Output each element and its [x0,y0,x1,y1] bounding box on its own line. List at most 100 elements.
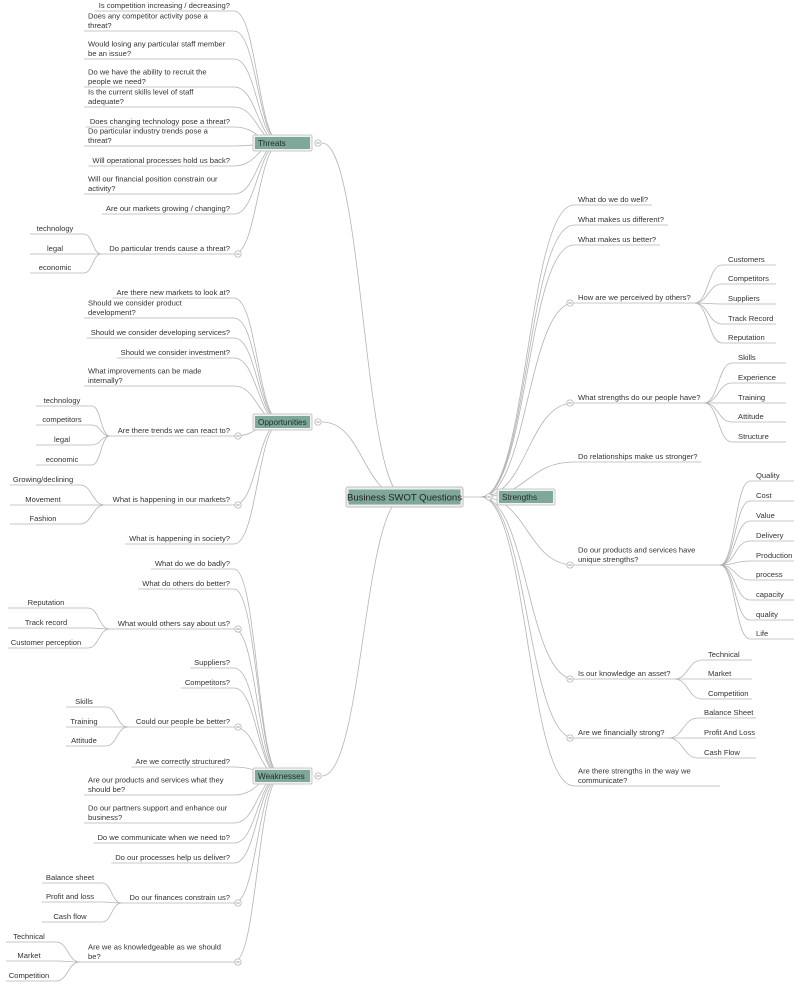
strengths-q-what-strengths-do-our-people-have[interactable]: What strengths do our people have? [578,393,700,402]
weaknesses-q-could-our-people-be-better-skills[interactable]: Skills [75,697,93,706]
weaknesses-q-what-would-others-say-about-us-track-record[interactable]: Track record [25,618,67,627]
weaknesses-q-could-our-people-be-better-training[interactable]: Training [70,717,97,726]
weaknesses-q-what-do-others-do-better[interactable]: What do others do better? [142,579,230,588]
weaknesses-q-are-we-as-knowledgeable-as-we-should-be-competition[interactable]: Competition [9,971,50,980]
weaknesses-q-do-our-finances-constrain-us[interactable]: Do our finances constrain us? [130,893,230,902]
strengths-q-how-are-we-perceived-by-others[interactable]: How are we perceived by others? [578,293,691,302]
opportunities-toggle[interactable]: – [314,418,322,426]
strengths-q-is-our-knowledge-an-asset-market[interactable]: Market [708,669,732,678]
weaknesses-q-do-our-finances-constrain-us-cash-flow[interactable]: Cash flow [53,912,87,921]
strengths-q-how-are-we-perceived-by-others-customers[interactable]: Customers [728,255,765,264]
strengths-q-do-our-products-and-services-have-unique-quality[interactable]: quality [756,610,778,619]
strengths-q-what-strengths-do-our-people-have-experience[interactable]: Experience [738,373,776,382]
strengths-q-are-we-financially-strong-profit-and-loss[interactable]: Profit And Loss [704,728,755,737]
weaknesses-q-what-do-we-do-badly[interactable]: What do we do badly? [155,559,230,568]
strengths-q-how-are-we-perceived-by-others-reputation[interactable]: Reputation [728,333,765,342]
opportunities-q-what-is-happening-in-our-markets-movement[interactable]: Movement [25,495,61,504]
threats-q-do-particular-trends-cause-a-threat[interactable]: Do particular trends cause a threat? [109,244,230,253]
opportunities-q-should-we-consider-developing-services[interactable]: Should we consider developing services? [91,328,230,337]
weaknesses-toggle[interactable]: – [314,772,322,780]
strengths-q-do-our-products-and-services-have-unique-capacity[interactable]: capacity [756,590,784,599]
strengths-q-do-our-products-and-services-have-unique-life[interactable]: Life [756,629,768,638]
weaknesses-q-are-we-as-knowledgeable-as-we-should-be-toggle[interactable]: – [234,958,242,966]
weaknesses-q-do-our-finances-constrain-us-toggle[interactable]: – [234,899,242,907]
strengths-q-do-our-products-and-services-have-unique-process[interactable]: process [756,570,783,579]
strengths-q-what-strengths-do-our-people-have-toggle[interactable]: – [566,399,574,407]
weaknesses-topic[interactable]: Weaknesses [252,767,313,785]
strengths-q-do-our-products-and-services-have-unique-production[interactable]: Production [756,551,792,560]
weaknesses-q-competitors[interactable]: Competitors? [185,678,230,687]
strengths-toggle[interactable]: – [485,493,493,501]
threats-toggle[interactable]: – [314,139,322,147]
threats-q-are-our-markets-growing-changing[interactable]: Are our markets growing / changing? [106,204,230,213]
strengths-q-are-we-financially-strong[interactable]: Are we financially strong? [578,728,665,737]
strengths-q-what-makes-us-different[interactable]: What makes us different? [578,215,664,224]
strengths-q-do-our-products-and-services-have-unique-value[interactable]: Value [756,511,775,520]
opportunities-q-are-there-trends-we-can-react-to-competitors[interactable]: competitors [42,415,81,424]
strengths-q-is-our-knowledge-an-asset-technical[interactable]: Technical [708,650,740,659]
strengths-q-how-are-we-perceived-by-others-suppliers[interactable]: Suppliers [728,294,760,303]
threats-q-do-particular-trends-cause-a-threat-technology[interactable]: technology [37,224,74,233]
threats-q-will-our-financial-position-constrain-ou[interactable]: Will our financial position constrain ou… [88,175,218,194]
opportunities-q-what-is-happening-in-our-markets-fashion[interactable]: Fashion [29,514,56,523]
weaknesses-q-could-our-people-be-better[interactable]: Could our people be better? [136,717,230,726]
strengths-q-are-we-financially-strong-cash-flow[interactable]: Cash Flow [704,748,740,757]
strengths-topic[interactable]: Strengths [496,488,556,506]
opportunities-q-should-we-consider-investment[interactable]: Should we consider investment? [121,348,230,357]
strengths-q-what-strengths-do-our-people-have-training[interactable]: Training [738,393,765,402]
weaknesses-q-what-would-others-say-about-us-reputation[interactable]: Reputation [28,598,65,607]
strengths-q-are-we-financially-strong-toggle[interactable]: – [566,734,574,742]
opportunities-q-are-there-trends-we-can-react-to[interactable]: Are there trends we can react to? [118,426,230,435]
threats-topic[interactable]: Threats [252,134,313,152]
weaknesses-q-could-our-people-be-better-attitude[interactable]: Attitude [71,736,97,745]
weaknesses-q-are-we-as-knowledgeable-as-we-should-be-technical[interactable]: Technical [13,932,45,941]
weaknesses-q-are-we-correctly-structured[interactable]: Are we correctly structured? [135,757,230,766]
strengths-q-is-our-knowledge-an-asset-competition[interactable]: Competition [708,689,749,698]
weaknesses-q-suppliers[interactable]: Suppliers? [194,658,230,667]
weaknesses-q-do-our-finances-constrain-us-profit-and-loss[interactable]: Profit and loss [46,892,94,901]
weaknesses-q-do-our-processes-help-us-deliver[interactable]: Do our processes help us deliver? [115,853,230,862]
weaknesses-q-do-our-finances-constrain-us-balance-sheet[interactable]: Balance sheet [46,873,95,882]
weaknesses-q-what-would-others-say-about-us[interactable]: What would others say about us? [118,619,230,628]
strengths-q-how-are-we-perceived-by-others-track-record[interactable]: Track Record [728,314,773,323]
strengths-q-do-our-products-and-services-have-unique-quality[interactable]: Quality [756,471,780,480]
strengths-q-are-we-financially-strong-balance-sheet[interactable]: Balance Sheet [704,708,754,717]
opportunities-q-what-is-happening-in-our-markets[interactable]: What is happening in our markets? [113,495,230,504]
weaknesses-q-what-would-others-say-about-us-customer-perception[interactable]: Customer perception [11,638,82,647]
strengths-q-what-strengths-do-our-people-have-skills[interactable]: Skills [738,353,756,362]
opportunities-q-are-there-trends-we-can-react-to-toggle[interactable]: – [234,432,242,440]
threats-q-do-particular-trends-cause-a-threat-toggle[interactable]: – [234,250,242,258]
opportunities-q-what-is-happening-in-our-markets-growing-declining[interactable]: Growing/declining [13,475,73,484]
weaknesses-q-could-our-people-be-better-toggle[interactable]: – [234,723,242,731]
opportunities-q-are-there-trends-we-can-react-to-technology[interactable]: technology [44,396,81,405]
opportunities-q-what-is-happening-in-society[interactable]: What is happening in society? [129,534,230,543]
weaknesses-q-are-we-as-knowledgeable-as-we-should-be-market[interactable]: Market [17,951,41,960]
opportunities-q-are-there-new-markets-to-look-at[interactable]: Are there new markets to look at? [116,288,230,297]
central-topic[interactable]: Business SWOT Questions [345,486,464,508]
opportunities-q-are-there-trends-we-can-react-to-legal[interactable]: legal [54,435,70,444]
threats-q-do-particular-trends-cause-a-threat-legal[interactable]: legal [47,244,63,253]
strengths-q-is-our-knowledge-an-asset-toggle[interactable]: – [566,675,574,683]
threats-q-would-losing-any-particular-staff-member[interactable]: Would losing any particular staff member… [88,40,226,59]
strengths-q-how-are-we-perceived-by-others-toggle[interactable]: – [566,299,574,307]
opportunities-topic[interactable]: Opportunities [252,413,313,431]
threats-q-does-changing-technology-pose-a-threat[interactable]: Does changing technology pose a threat? [90,117,230,126]
threats-q-will-operational-processes-hold-us-back[interactable]: Will operational processes hold us back? [92,156,230,165]
strengths-q-how-are-we-perceived-by-others-competitors[interactable]: Competitors [728,274,769,283]
strengths-q-do-relationships-make-us-stronger[interactable]: Do relationships make us stronger? [578,452,697,461]
strengths-q-what-strengths-do-our-people-have-structure[interactable]: Structure [738,432,769,441]
strengths-q-do-our-products-and-services-have-unique-delivery[interactable]: Delivery [756,531,784,540]
threats-q-is-competition-increasing-decreasing[interactable]: Is competition increasing / decreasing? [99,1,230,10]
opportunities-q-what-is-happening-in-our-markets-toggle[interactable]: – [234,501,242,509]
